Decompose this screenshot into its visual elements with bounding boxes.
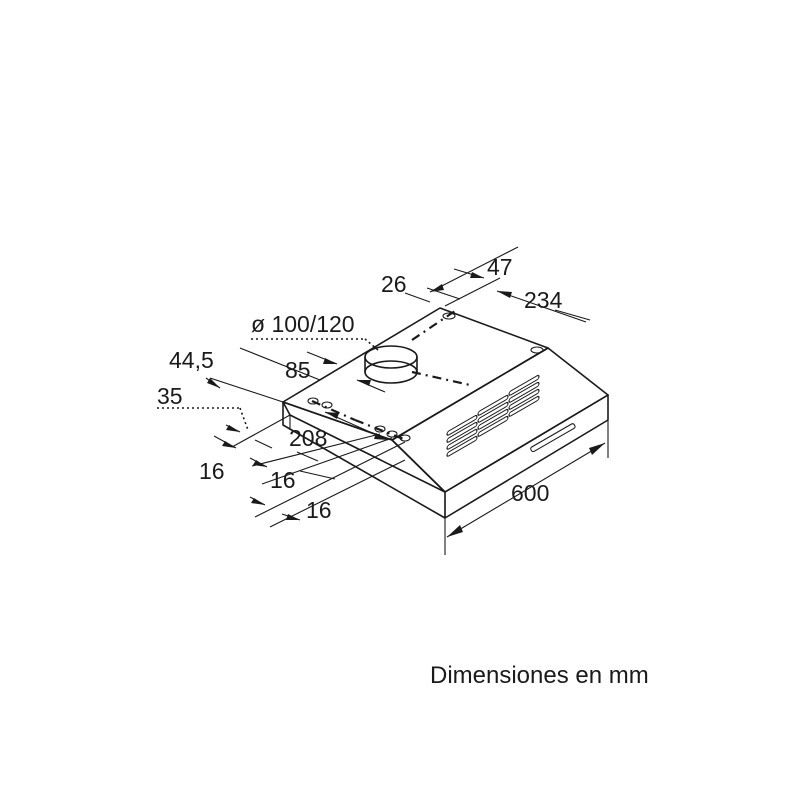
dimension-16-left: 16: [199, 458, 225, 484]
hood-left-end: [282, 402, 446, 519]
dimension-labels: 26 47 234 ø 100/120 85 44,5 35 208 16 16…: [157, 254, 563, 523]
dimension-44-5: 44,5: [169, 347, 214, 373]
caption-units: Dimensiones en mm: [430, 662, 649, 689]
dimension-85: 85: [285, 357, 311, 383]
dimension-16-middle: 16: [270, 467, 296, 493]
hood-body: [282, 307, 609, 519]
center-lines: [311, 310, 471, 442]
control-slot: [530, 423, 576, 453]
dimension-600: 600: [511, 480, 549, 506]
dimension-35: 35: [157, 383, 183, 409]
dimension-26: 26: [381, 271, 407, 297]
dimension-47: 47: [487, 254, 513, 280]
dimension-234: 234: [524, 287, 563, 313]
vent-grilles: [446, 374, 540, 457]
exhaust-spigot: [364, 345, 418, 384]
dimension-16-bottom: 16: [306, 497, 332, 523]
dimension-diameter: ø 100/120: [251, 311, 355, 337]
dimension-lines: [157, 246, 609, 555]
dimension-208: 208: [289, 425, 327, 451]
